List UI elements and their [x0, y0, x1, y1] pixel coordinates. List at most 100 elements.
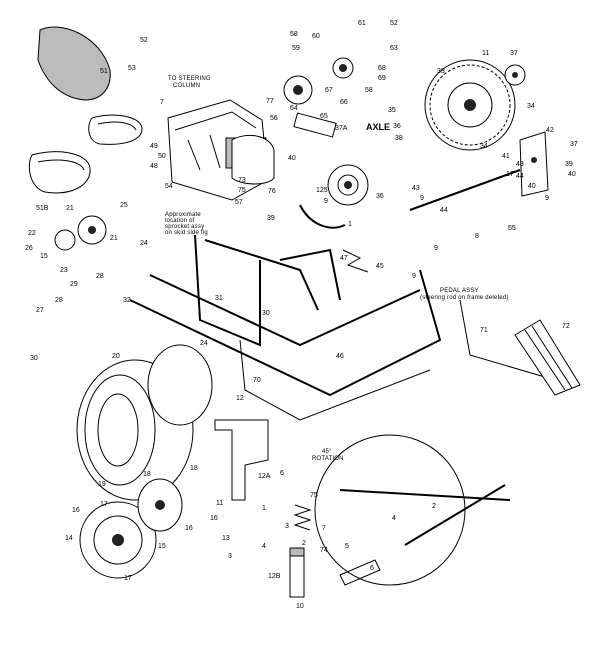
callout: 55 — [508, 225, 516, 232]
callout: 38 — [395, 135, 403, 142]
callout: 77 — [266, 98, 274, 105]
callout: 1 — [262, 505, 266, 512]
chassis-frame — [129, 234, 442, 421]
callout: 30 — [30, 355, 38, 362]
callout: 12 — [236, 395, 244, 402]
front-hub-assy — [54, 215, 107, 251]
callout: 29 — [70, 281, 78, 288]
callout: 52 — [390, 20, 398, 27]
callout: 12B — [268, 573, 281, 580]
sprocket-small — [332, 57, 354, 79]
callout: 28 — [55, 297, 63, 304]
rear-sprocket — [424, 59, 516, 151]
callout: 4 — [392, 515, 396, 522]
front-wheel-hub — [137, 478, 183, 532]
callout: 28 — [96, 273, 104, 280]
callout: 5 — [345, 543, 349, 550]
callout: 54 — [165, 183, 173, 190]
drive-chain — [342, 249, 369, 273]
callout: 58 — [290, 31, 298, 38]
approx-sprocket-note: Approximate location of sprocket assy on… — [165, 212, 208, 236]
callout: 59 — [292, 45, 300, 52]
callout: 64 — [290, 105, 298, 112]
callout: 40 — [528, 183, 536, 190]
callout: 16 — [210, 515, 218, 522]
callout: 46 — [336, 353, 344, 360]
callout: 15 — [40, 253, 48, 260]
callout: 25 — [120, 202, 128, 209]
callout: 51B — [36, 205, 49, 212]
clutch-drum — [283, 75, 313, 105]
callout: 52 — [140, 37, 148, 44]
tie-rod-end — [339, 559, 381, 586]
callout: 6 — [370, 565, 374, 572]
callout: 12A — [258, 473, 271, 480]
brake-drum — [327, 164, 369, 206]
callout: 49 — [150, 143, 158, 150]
callout: 53 — [128, 65, 136, 72]
rotation-note: 45° ROTATION — [312, 449, 344, 462]
callout: 3 — [285, 523, 289, 530]
callout: 58 — [365, 87, 373, 94]
callout: 42 — [546, 127, 554, 134]
callout: 66 — [340, 99, 348, 106]
callout: 44 — [440, 207, 448, 214]
callout: 50 — [158, 153, 166, 160]
callout: 21 — [110, 235, 118, 242]
callout: 31 — [215, 295, 223, 302]
callout: 16 — [72, 507, 80, 514]
callout: 23 — [60, 267, 68, 274]
brake-band — [299, 204, 346, 229]
callout: 9 — [420, 195, 424, 202]
callout: 69 — [378, 75, 386, 82]
callout: 33 — [437, 68, 445, 75]
callout: 39 — [565, 161, 573, 168]
to-steering-column-note: TO STEERING COLUMN — [168, 76, 213, 89]
callout: 73 — [238, 177, 246, 184]
callout: 21 — [66, 205, 74, 212]
callout: 125 — [316, 187, 328, 194]
callout: 32 — [123, 297, 131, 304]
callout: 7 — [322, 525, 326, 532]
callout: 75 — [310, 492, 318, 499]
callout: 24 — [200, 340, 208, 347]
callout: 56 — [270, 115, 278, 122]
callout: 51 — [100, 68, 108, 75]
callout: 37A — [335, 125, 348, 132]
callout: 36 — [376, 193, 384, 200]
callout: 26 — [25, 245, 33, 252]
callout: 48 — [150, 163, 158, 170]
spring — [293, 504, 312, 531]
callout: 18 — [143, 471, 151, 478]
tire-tread-band — [147, 344, 213, 426]
callout: 43 — [516, 161, 524, 168]
callout: 57 — [235, 199, 243, 206]
callout: 2 — [432, 503, 436, 510]
callout: 19 — [98, 481, 106, 488]
callout: 8 — [475, 233, 479, 240]
rotation-detail-circle — [314, 434, 511, 586]
callout: 41 — [502, 153, 510, 160]
callout: 72 — [562, 323, 570, 330]
seat-back-panel — [37, 26, 111, 101]
callout: 9 — [434, 245, 438, 252]
callout: 1 — [348, 221, 352, 228]
callout: 4 — [262, 543, 266, 550]
callout: 10 — [296, 603, 304, 610]
callout: 63 — [390, 45, 398, 52]
to-steering-line2: COLUMN — [173, 83, 200, 89]
cushion-upper — [88, 114, 143, 145]
callout: 44 — [516, 173, 524, 180]
callout: 17 — [100, 501, 108, 508]
cushion-lower — [28, 151, 91, 194]
callout: 70 — [253, 377, 261, 384]
pedal-inset — [459, 299, 556, 381]
callout: 9 — [412, 273, 416, 280]
callout: 67 — [325, 87, 333, 94]
callout: 7 — [160, 99, 164, 106]
axle-bearing-bracket — [519, 131, 549, 197]
callout: 9 — [545, 195, 549, 202]
pedal-assy-note: PEDAL ASSY (steering rod on frame delete… — [420, 288, 509, 301]
front-wheel-rim — [79, 501, 157, 579]
